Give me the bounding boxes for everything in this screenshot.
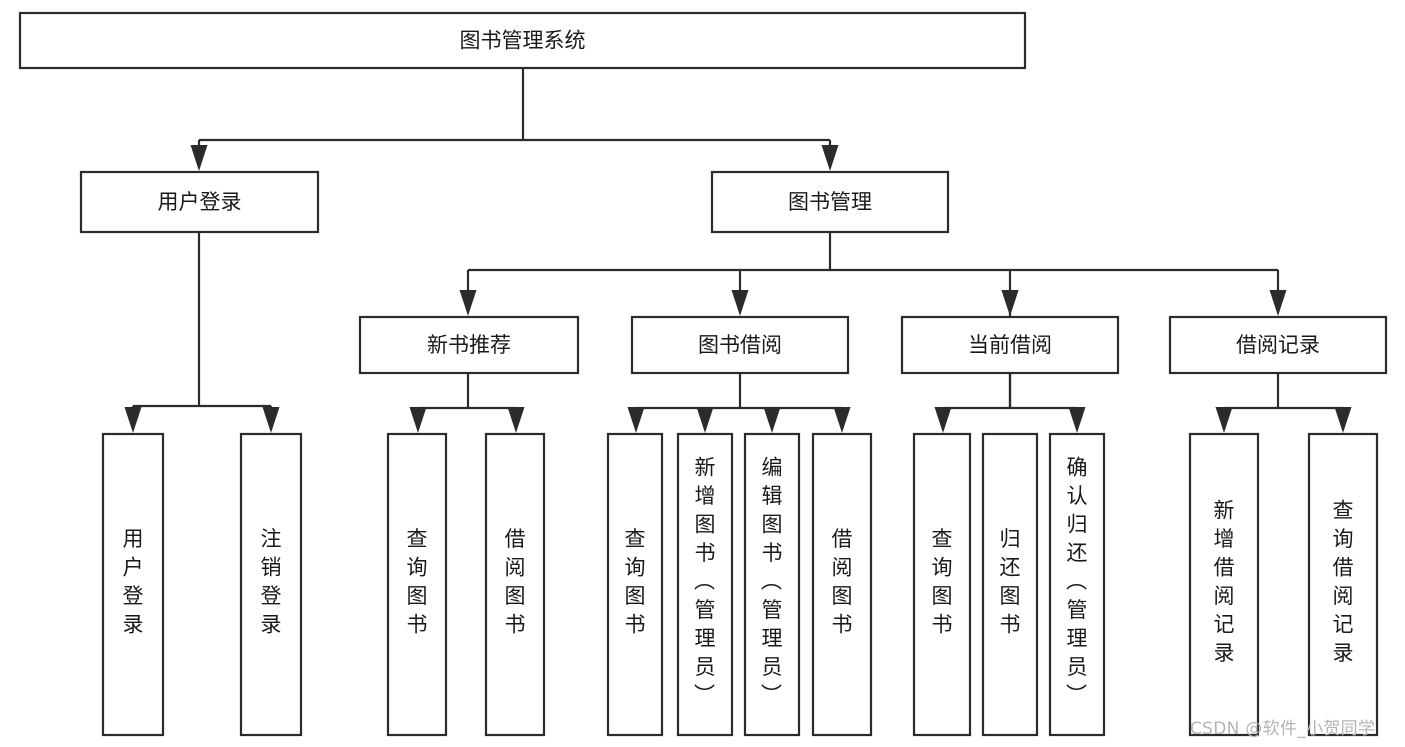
node-level2-借阅记录[interactable]: 借阅记录 <box>1168 315 1388 375</box>
node-label: 新增图书（管理员） <box>694 456 716 708</box>
node-leaf-归还图书[interactable]: 归还图书 <box>981 432 1039 737</box>
node-label: 编辑图书（管理员） <box>761 456 783 708</box>
node-box[interactable] <box>386 432 448 737</box>
node-box[interactable] <box>1188 432 1260 737</box>
arrow-head-确认归还管理员 <box>1068 407 1086 433</box>
node-label: 用户登录 <box>123 527 144 637</box>
arrow-head-编辑图书管理员 <box>763 407 781 433</box>
node-label: 注销登录 <box>261 527 282 637</box>
node-label: 借阅图书 <box>505 527 526 637</box>
node-leaf-编辑图书管理员[interactable]: 编辑图书（管理员） <box>743 432 801 737</box>
arrow-head-新增借阅记录 <box>1215 407 1233 433</box>
node-label: 归还图书 <box>1000 527 1021 637</box>
node-box[interactable] <box>1048 432 1106 737</box>
node-label: 用户登录 <box>158 190 242 214</box>
arrow-head-图书管理 <box>821 145 839 171</box>
node-box[interactable] <box>1307 432 1379 737</box>
node-leaf-用户登录[interactable]: 用户登录 <box>101 432 165 737</box>
node-leaf-查询图书[interactable]: 查询图书 <box>606 432 664 737</box>
edge-group-图书借阅 <box>627 373 851 433</box>
node-root-图书管理系统[interactable]: 图书管理系统 <box>18 11 1027 70</box>
arrow-head-借阅图书 <box>507 407 525 433</box>
arrow-head-新增图书管理员 <box>696 407 714 433</box>
node-box[interactable] <box>743 432 801 737</box>
node-box[interactable] <box>1168 315 1388 375</box>
node-label: 借阅记录 <box>1236 333 1320 357</box>
node-label: 图书借阅 <box>698 333 782 357</box>
arrow-head-新书推荐 <box>459 290 477 316</box>
node-leaf-查询借阅记录[interactable]: 查询借阅记录 <box>1307 432 1379 737</box>
node-leaf-新增图书管理员[interactable]: 新增图书（管理员） <box>676 432 734 737</box>
node-box[interactable] <box>101 432 165 737</box>
arrow-head-用户登录 <box>190 145 208 171</box>
node-leaf-查询图书[interactable]: 查询图书 <box>912 432 972 737</box>
connector-layer <box>124 68 1352 433</box>
node-label: 查询图书 <box>932 527 953 637</box>
node-box[interactable] <box>18 11 1027 70</box>
node-box[interactable] <box>630 315 850 375</box>
arrow-head-查询图书 <box>627 407 645 433</box>
node-label: 图书管理系统 <box>460 29 586 53</box>
node-box[interactable] <box>484 432 546 737</box>
node-level1-图书管理[interactable]: 图书管理 <box>710 170 950 234</box>
node-box[interactable] <box>981 432 1039 737</box>
arrow-head-借阅图书 <box>833 407 851 433</box>
node-label: 当前借阅 <box>968 333 1052 357</box>
node-box[interactable] <box>358 315 580 375</box>
node-box[interactable] <box>710 170 950 234</box>
node-leaf-新增借阅记录[interactable]: 新增借阅记录 <box>1188 432 1260 737</box>
node-leaf-确认归还管理员[interactable]: 确认归还（管理员） <box>1048 432 1106 737</box>
node-box[interactable] <box>239 432 303 737</box>
node-label: 借阅图书 <box>832 527 853 637</box>
node-layer: 图书管理系统用户登录图书管理新书推荐图书借阅当前借阅借阅记录用户登录注销登录查询… <box>18 11 1388 737</box>
arrow-head-用户登录 <box>124 407 142 433</box>
node-leaf-注销登录[interactable]: 注销登录 <box>239 432 303 737</box>
edge-group-新书推荐 <box>409 373 525 433</box>
node-level2-当前借阅[interactable]: 当前借阅 <box>900 315 1120 375</box>
node-level2-图书借阅[interactable]: 图书借阅 <box>630 315 850 375</box>
node-label: 确认归还（管理员） <box>1066 456 1088 708</box>
arrow-head-借阅记录 <box>1269 290 1287 316</box>
node-label: 新书推荐 <box>427 333 511 357</box>
node-level1-用户登录[interactable]: 用户登录 <box>79 170 320 234</box>
edge-group-用户登录 <box>124 232 280 433</box>
edge-group-图书管理 <box>459 232 1287 316</box>
node-leaf-查询图书[interactable]: 查询图书 <box>386 432 448 737</box>
node-box[interactable] <box>912 432 972 737</box>
node-label: 图书管理 <box>788 190 872 214</box>
arrow-head-查询借阅记录 <box>1334 407 1352 433</box>
node-label: 新增借阅记录 <box>1214 498 1235 665</box>
node-label: 查询图书 <box>407 527 428 637</box>
arrow-head-注销登录 <box>262 407 280 433</box>
node-box[interactable] <box>606 432 664 737</box>
node-box[interactable] <box>900 315 1120 375</box>
node-label: 查询借阅记录 <box>1333 498 1354 665</box>
arrow-head-图书借阅 <box>731 290 749 316</box>
node-level2-新书推荐[interactable]: 新书推荐 <box>358 315 580 375</box>
node-box[interactable] <box>79 170 320 234</box>
node-box[interactable] <box>676 432 734 737</box>
edge-group-借阅记录 <box>1215 373 1352 433</box>
node-box[interactable] <box>811 432 873 737</box>
node-leaf-借阅图书[interactable]: 借阅图书 <box>811 432 873 737</box>
edge-group-图书管理系统 <box>190 68 839 171</box>
arrow-head-查询图书 <box>934 407 952 433</box>
node-leaf-借阅图书[interactable]: 借阅图书 <box>484 432 546 737</box>
csdn-watermark: CSDN @软件_小贺同学 <box>1190 719 1376 739</box>
arrow-head-归还图书 <box>1001 290 1019 316</box>
node-label: 查询图书 <box>625 527 646 637</box>
arrow-head-查询图书 <box>409 407 427 433</box>
